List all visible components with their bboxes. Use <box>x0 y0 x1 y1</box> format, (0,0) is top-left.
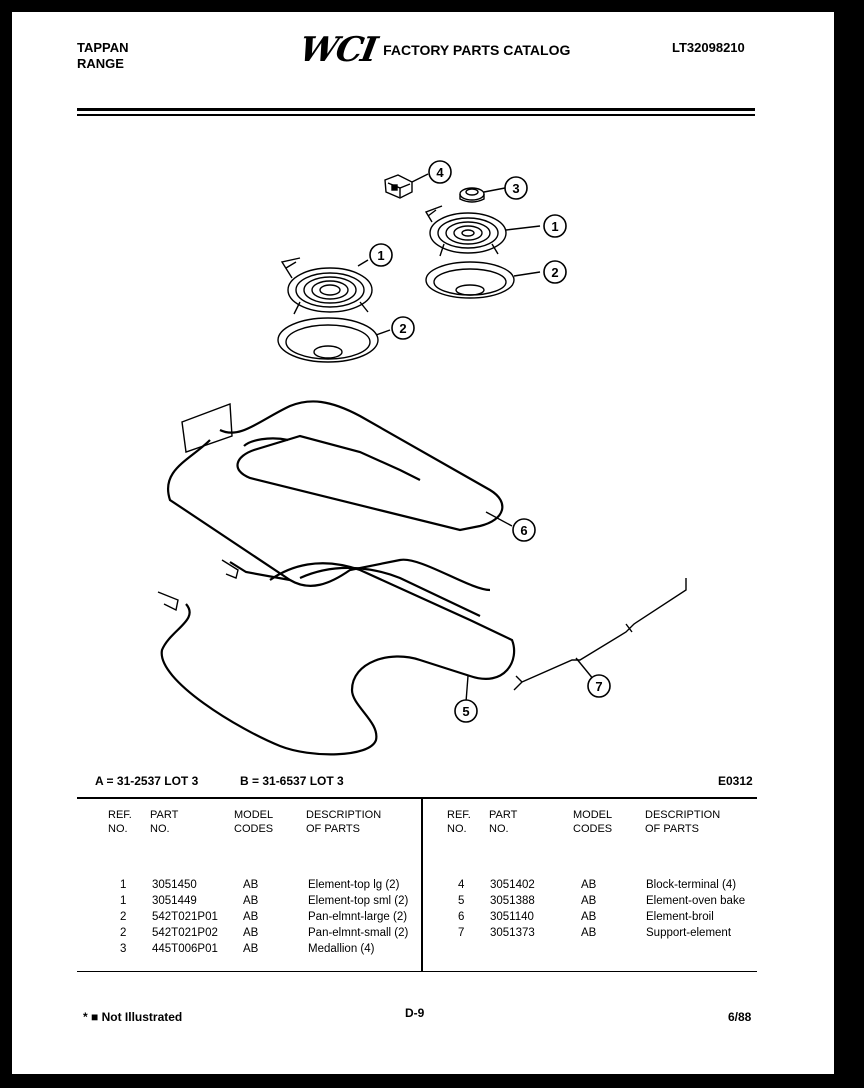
product-name: RANGE <box>77 56 124 71</box>
diagram-code: E0312 <box>718 774 753 788</box>
table-cell: Element-top lg (2) <box>308 879 400 891</box>
table-cell: 3 <box>120 943 127 955</box>
callout-2-right: 2 <box>543 260 567 284</box>
table-cell: AB <box>581 911 597 923</box>
svg-text:3: 3 <box>512 181 519 196</box>
table-cell: 4 <box>458 879 465 891</box>
table-cell: 3051450 <box>152 879 197 891</box>
table-cell: 1 <box>120 895 127 907</box>
header-ref-right: REF.NO. <box>447 809 471 835</box>
header-rule-thin <box>77 114 755 116</box>
model-number: LT32098210 <box>672 40 745 55</box>
header-left: TAPPAN RANGE <box>77 40 129 72</box>
lot-a-label: A = 31-2537 LOT 3 <box>95 774 199 788</box>
table-cell: 542T021P02 <box>152 927 218 939</box>
svg-text:6: 6 <box>520 523 527 538</box>
table-cell: 3051373 <box>490 927 535 939</box>
brand-name: TAPPAN <box>77 40 129 55</box>
not-illustrated-note: * ■ Not Illustrated <box>83 1010 183 1024</box>
support-element-illustration <box>513 578 687 691</box>
table-divider <box>421 797 423 972</box>
callout-3: 3 <box>504 176 528 200</box>
callout-5: 5 <box>454 699 478 723</box>
svg-text:1: 1 <box>377 248 384 263</box>
table-cell: Element-broil <box>646 911 714 923</box>
table-cell: 542T021P01 <box>152 911 218 923</box>
table-cell: AB <box>243 879 259 891</box>
header-center: WCI FACTORY PARTS CATALOG <box>296 30 571 70</box>
table-cell: Block-terminal (4) <box>646 879 737 891</box>
table-cell: AB <box>243 895 259 907</box>
svg-text:4: 4 <box>436 165 444 180</box>
table-cell: AB <box>581 879 597 891</box>
callout-2-left: 2 <box>391 316 415 340</box>
header-ref-left: REF.NO. <box>108 809 132 835</box>
callout-6: 6 <box>512 518 536 542</box>
table-cell: 3051388 <box>490 895 535 907</box>
table-cell: 6 <box>458 911 465 923</box>
table-cell: AB <box>243 927 259 939</box>
table-cell: Pan-elmnt-small (2) <box>308 927 409 939</box>
table-cell: 7 <box>458 927 465 939</box>
callout-1-left: 1 <box>369 243 393 267</box>
table-top-rule <box>77 797 757 799</box>
table-cell: AB <box>581 895 597 907</box>
svg-text:7: 7 <box>595 679 602 694</box>
table-cell: 3051449 <box>152 895 197 907</box>
svg-text:2: 2 <box>399 321 406 336</box>
svg-text:5: 5 <box>462 704 469 719</box>
table-cell: 2 <box>120 927 127 939</box>
pan-large-illustration <box>277 317 379 363</box>
table-cell: Medallion (4) <box>308 943 375 955</box>
table-cell: AB <box>581 927 597 939</box>
table-cell: Element-top sml (2) <box>308 895 409 907</box>
terminal-block-illustration <box>384 174 413 199</box>
table-cell: Support-element <box>646 927 732 939</box>
table-cell: Pan-elmnt-large (2) <box>308 911 408 923</box>
broil-element-illustration <box>167 400 504 592</box>
table-cell: AB <box>243 943 259 955</box>
lot-b-label: B = 31-6537 LOT 3 <box>240 774 344 788</box>
callout-7: 7 <box>587 674 611 698</box>
element-top-large-illustration <box>280 257 373 315</box>
table-cell: Element-oven bake <box>646 895 746 907</box>
table-cell: 5 <box>458 895 465 907</box>
pan-small-illustration <box>425 261 515 299</box>
element-top-small-illustration <box>424 205 507 257</box>
table-cell: 1 <box>120 879 127 891</box>
page-number: D-9 <box>405 1006 425 1020</box>
table-cell: 2 <box>120 911 127 923</box>
svg-text:2: 2 <box>551 265 558 280</box>
table-bottom-rule <box>77 971 757 972</box>
callout-1-right: 1 <box>543 214 567 238</box>
catalog-date: 6/88 <box>728 1010 752 1024</box>
catalog-title: FACTORY PARTS CATALOG <box>383 42 571 58</box>
table-cell: AB <box>243 911 259 923</box>
catalog-page <box>12 12 834 1074</box>
bake-element-illustration <box>160 561 516 756</box>
table-cell: 3051140 <box>490 911 534 923</box>
callout-group: 4 3 1 2 1 2 6 7 5 <box>369 160 611 723</box>
table-cell: 445T006P01 <box>152 943 218 955</box>
medallion-illustration <box>459 187 485 203</box>
svg-text:1: 1 <box>551 219 558 234</box>
table-cell: 3051402 <box>490 879 535 891</box>
header-rule-thick <box>77 108 755 111</box>
callout-4: 4 <box>428 160 452 184</box>
